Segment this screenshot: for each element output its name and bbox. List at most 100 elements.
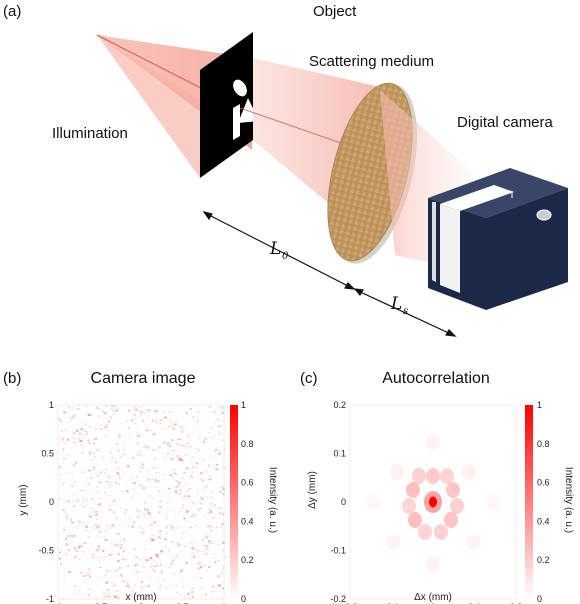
speckle-grain [191,515,195,517]
speckle-grain [108,593,110,595]
speckle-grain [79,546,81,548]
speckle-grain [147,593,149,596]
speckle-grain [182,477,184,479]
speckle-grain [204,536,208,539]
speckle-grain [136,429,140,432]
speckle-grain [196,550,199,551]
speckle-grain [96,511,98,513]
speckle-grain [173,472,177,475]
speckle-grain [99,567,102,569]
camera-image-xtick: -0.5 [92,602,108,604]
speckle-grain [166,539,168,541]
speckle-grain [97,535,100,537]
speckle-grain [63,568,66,570]
speckle-grain [62,439,64,442]
speckle-grain [132,572,134,574]
speckle-grain [99,472,102,474]
speckle-grain [155,421,159,423]
speckle-grain [83,551,85,553]
speckle-grain [173,423,177,426]
speckle-grain [217,584,220,587]
speckle-grain [158,530,162,532]
speckle-grain [175,420,177,423]
speckle-grain [63,410,65,413]
speckle-grain [120,455,122,457]
speckle-grain [107,504,111,507]
speckle-grain [106,589,108,591]
speckle-grain [223,407,226,410]
speckle-grain [100,498,102,500]
speckle-grain [191,543,195,545]
autocorrelation-sidelobe [408,512,422,528]
speckle-grain [210,427,213,429]
speckle-grain [131,525,134,528]
speckle-grain [122,453,126,456]
speckle-grain [121,558,125,560]
speckle-grain [165,514,168,516]
speckle-grain [115,481,117,484]
speckle-grain [198,459,200,461]
speckle-grain [203,437,206,440]
speckle-grain [201,488,203,490]
speckle-grain [98,531,102,533]
distance-l0-arrow [202,211,356,290]
speckle-grain [209,510,213,513]
speckle-grain [85,530,88,532]
speckle-grain [118,474,121,477]
speckle-grain [195,462,199,465]
speckle-grain [129,517,131,519]
speckle-grain [75,526,77,528]
speckle-grain [202,458,205,460]
panel-a-tag: (a) [3,3,21,20]
speckle-grain [80,489,84,492]
speckle-grain [201,538,205,541]
speckle-grain [83,575,87,577]
speckle-grain [170,458,174,460]
speckle-grain [139,526,142,529]
speckle-grain [65,472,68,473]
speckle-grain [111,501,114,503]
speckle-grain [118,524,120,526]
speckle-grain [129,431,132,433]
speckle-grain [159,587,161,590]
speckle-grain [201,497,204,500]
speckle-grain [192,549,194,551]
speckle-grain [60,478,62,481]
speckle-grain [157,490,160,493]
autocorrelation-ytick: -0.2 [330,594,346,604]
speckle-grain [181,430,184,433]
speckle-grain [96,485,99,488]
speckle-grain [87,573,90,576]
speckle-grain [95,523,97,526]
speckle-grain [147,585,150,587]
speckle-grain [147,511,150,513]
speckle-grain [134,408,138,411]
camera-image-colorbar-ticks: 10.80.60.40.20 [241,400,254,604]
speckle-grain [105,581,108,584]
speckle-grain [205,471,207,473]
speckle-grain [138,563,140,566]
speckle-grain [181,444,183,446]
speckle-grain [77,590,81,593]
speckle-grain [211,497,213,499]
speckle-grain [92,490,95,492]
speckle-grain [119,547,123,550]
speckle-grain [138,519,140,520]
speckle-grain [143,411,145,414]
autocorrelation-xtick: 0 [430,602,435,604]
speckle-grain [160,564,162,566]
speckle-grain [111,569,115,571]
speckle-grain [65,516,68,519]
speckle-grain [135,443,138,445]
speckle-grain [159,584,162,586]
speckle-grain [141,590,144,592]
speckle-grain [207,570,209,571]
speckle-grain [100,428,103,430]
speckle-grain [221,420,223,423]
speckle-grain [164,587,168,590]
speckle-grain [82,445,84,448]
speckle-grain [67,454,70,457]
speckle-grain [218,406,221,408]
speckle-grain [138,406,141,409]
speckle-grain [152,440,154,442]
